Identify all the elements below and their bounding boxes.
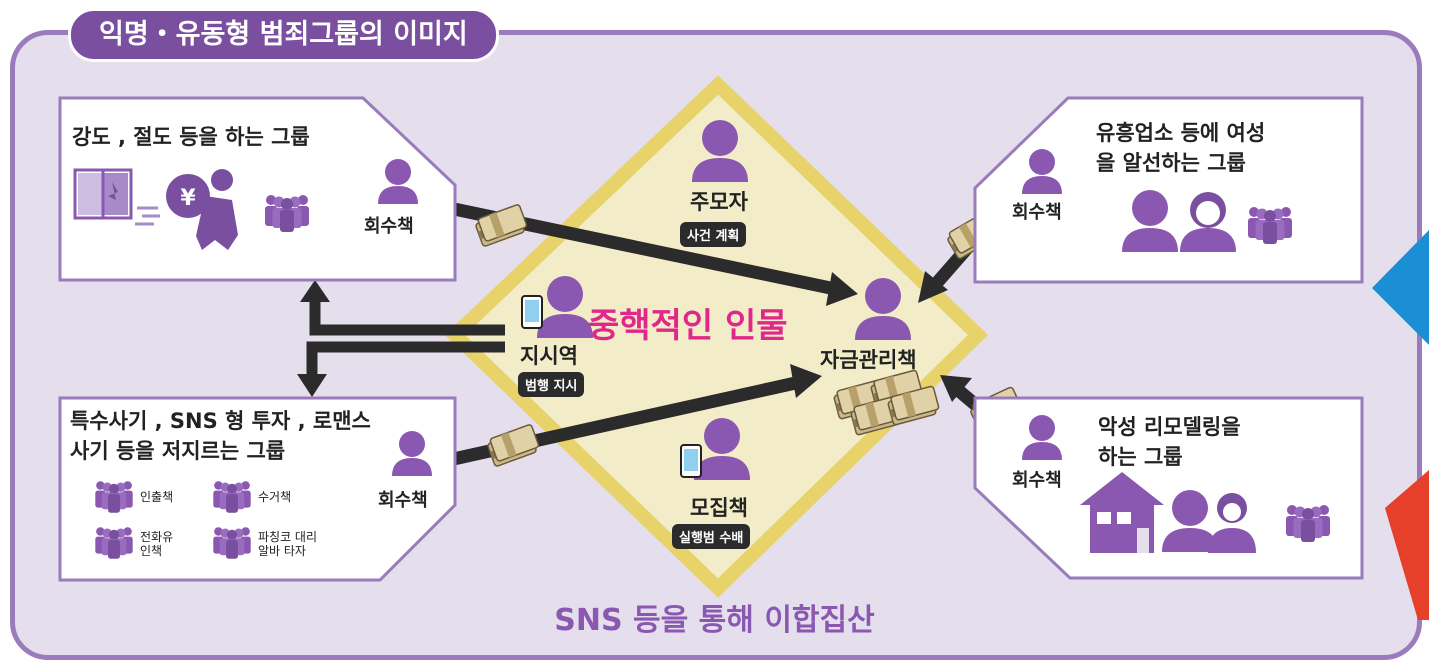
smartphone-icon	[680, 444, 702, 478]
role-label: 파칭코 대리 알바 타자	[258, 530, 318, 558]
smartphone-icon	[521, 295, 543, 329]
core-person-label: 중핵적인 인물	[588, 306, 788, 346]
thief-icon: ¥	[166, 169, 238, 250]
fraud-collector-label: 회수책	[378, 490, 428, 511]
speed-lines-icon	[135, 206, 160, 226]
commander-role-badge: 범행 지시	[518, 372, 585, 397]
house-icon	[1080, 472, 1164, 553]
recruiter-label: 모집책	[690, 496, 748, 520]
side-blue-shape	[1372, 230, 1429, 345]
role-label: 수거책	[258, 490, 292, 504]
person-icon	[1208, 493, 1256, 553]
remodel-group-title-line1: 악성 리모델링을	[1098, 415, 1241, 439]
arrow-commander-to-fraud	[297, 341, 505, 397]
recruiter-role-badge: 실행범 수배	[672, 524, 751, 549]
woman-person-icon	[1180, 192, 1236, 252]
entertainment-group-title-line2: 을 알선하는 그룹	[1096, 151, 1246, 175]
planner-role-badge: 사건 계획	[680, 222, 747, 247]
fraud-group-title-line1: 특수사기 , SNS 형 투자 , 로맨스	[70, 409, 371, 433]
treasurer-label: 자금관리책	[820, 348, 917, 372]
remodel-collector-label: 회수책	[1012, 470, 1062, 491]
arrow-commander-to-robbery	[300, 280, 505, 336]
fraud-group-title-line2: 사기 등을 저지르는 그룹	[70, 439, 286, 463]
role-label: 전화유 인책	[140, 530, 174, 558]
planner-label: 주모자	[690, 190, 748, 214]
robbery-collector-label: 회수책	[364, 216, 414, 237]
role-label: 인출책	[140, 490, 174, 504]
entertainment-group-title-line1: 유흥업소 등에 여성	[1096, 121, 1266, 145]
window-icon	[73, 168, 133, 220]
robbery-group-title: 강도 , 절도 등을 하는 그룹	[72, 125, 310, 149]
side-red-shape	[1385, 470, 1429, 620]
commander-label: 지시역	[520, 344, 578, 368]
page-title: 익명・유동형 범죄그룹의 이미지	[68, 8, 499, 62]
remodel-group-title-line2: 하는 그룹	[1098, 445, 1183, 469]
svg-text:¥: ¥	[180, 186, 196, 211]
entertainment-collector-label: 회수책	[1012, 202, 1062, 223]
core-diamond	[444, 75, 989, 598]
bottom-caption: SNS 등을 통해 이합집산	[554, 603, 875, 638]
